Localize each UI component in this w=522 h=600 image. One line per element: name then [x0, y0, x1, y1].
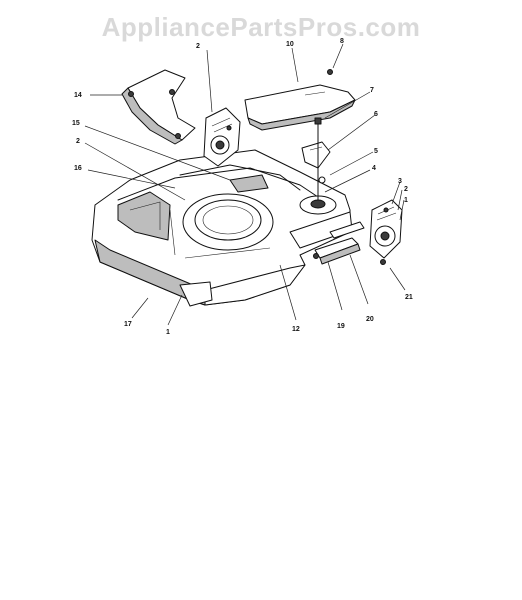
callout-17: 17 [124, 321, 132, 328]
callout-4: 4 [372, 165, 376, 172]
left-height-adjuster-part [203, 107, 241, 167]
mower-deck-housing [91, 149, 353, 307]
callout-leader-lines [84, 43, 406, 326]
callout-9: 10 [286, 41, 294, 48]
callout-2-left: 2 [76, 138, 80, 145]
callout-20: 20 [366, 316, 374, 323]
callout-6: 6 [374, 111, 378, 118]
callout-8: 8 [340, 38, 344, 45]
callout-19: 19 [337, 323, 345, 330]
discharge-baffle-part [121, 69, 196, 145]
callout-1-bottom: 1 [166, 329, 170, 336]
callout-21: 21 [405, 294, 413, 301]
pivot-bracket-part [301, 117, 331, 201]
callout-15: 15 [72, 120, 80, 127]
right-height-adjuster-part [369, 199, 403, 265]
callout-2-right: 2 [404, 186, 408, 193]
callout-16: 16 [74, 165, 82, 172]
callout-1-right: 1 [404, 197, 408, 204]
callout-labels: 2 10 8 14 7 6 15 2 5 16 4 3 2 1 21 20 17… [72, 38, 413, 336]
callout-10: 12 [292, 326, 300, 333]
rear-flap-part [244, 84, 356, 131]
callout-7: 7 [370, 87, 374, 94]
callout-12: 2 [196, 43, 200, 50]
screw-part-8 [327, 69, 333, 75]
callout-3: 3 [398, 178, 402, 185]
callout-14: 14 [74, 92, 82, 99]
axle-rod-parts [313, 221, 365, 265]
callout-5: 5 [374, 148, 378, 155]
